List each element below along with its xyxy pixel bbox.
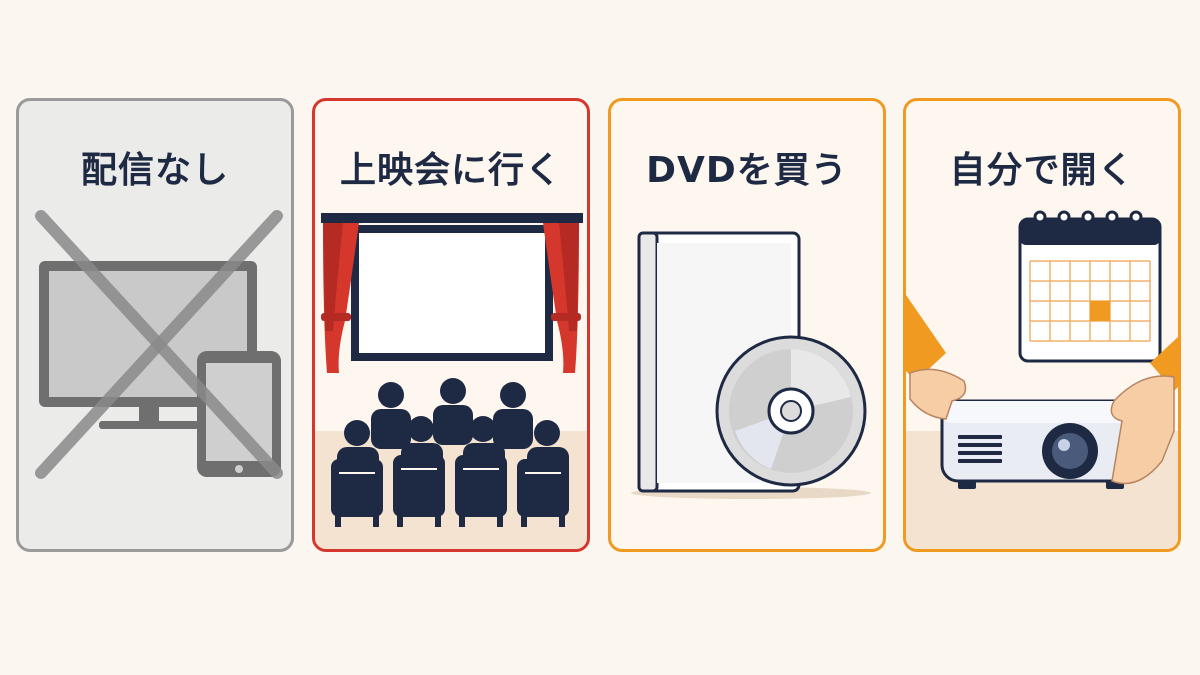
dvd-case-disc-icon xyxy=(631,231,871,499)
card-self-host: 自分で開く xyxy=(903,98,1181,552)
card-no-streaming: 配信なし xyxy=(16,98,294,552)
calendar-projector-icon xyxy=(906,210,1178,549)
card-title: 自分で開く xyxy=(949,150,1135,191)
card-title: 上映会に行く xyxy=(339,150,562,191)
crossed-out-tv-tablet-icon xyxy=(35,210,283,479)
card-screening: 上映会に行く xyxy=(312,98,590,552)
card-buy-dvd: DVDを買う xyxy=(608,98,886,552)
card-title: 配信なし xyxy=(80,150,229,191)
card-title: DVDを買う xyxy=(646,150,848,191)
theater-screen-audience-icon xyxy=(315,213,587,549)
